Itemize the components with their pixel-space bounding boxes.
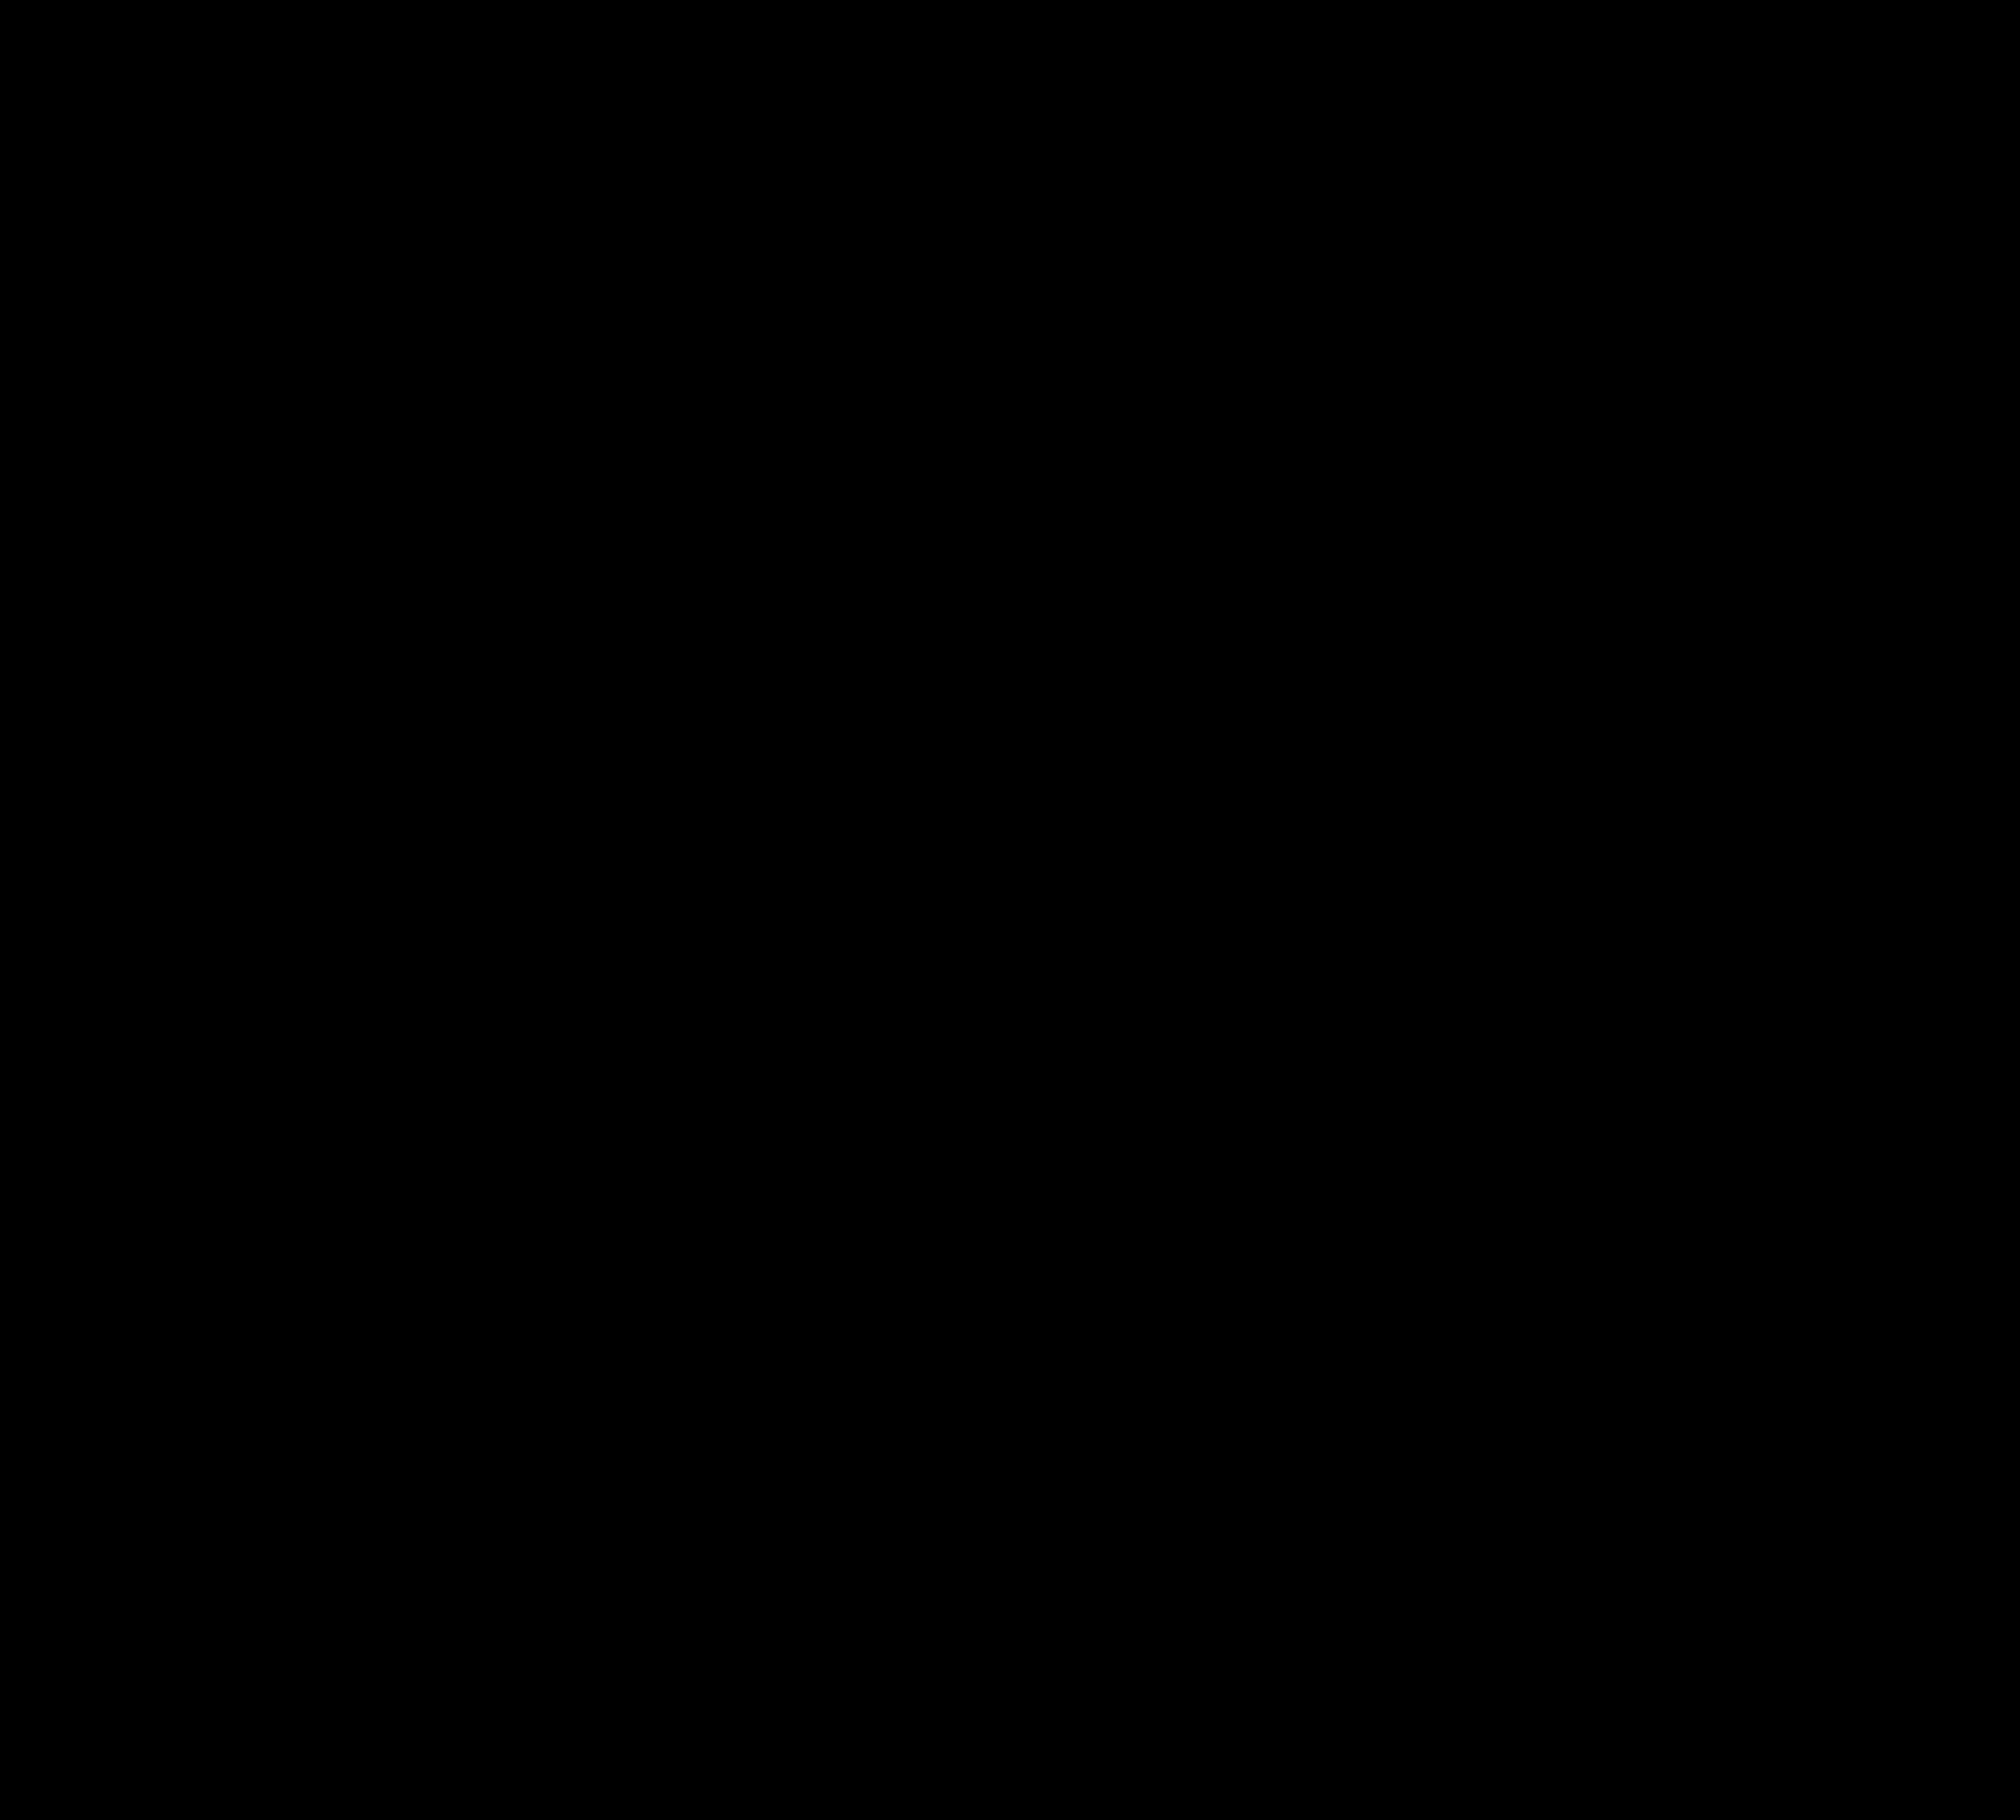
diagram-canvas (0, 0, 2016, 1820)
collaboration-diagram (0, 0, 2016, 1820)
